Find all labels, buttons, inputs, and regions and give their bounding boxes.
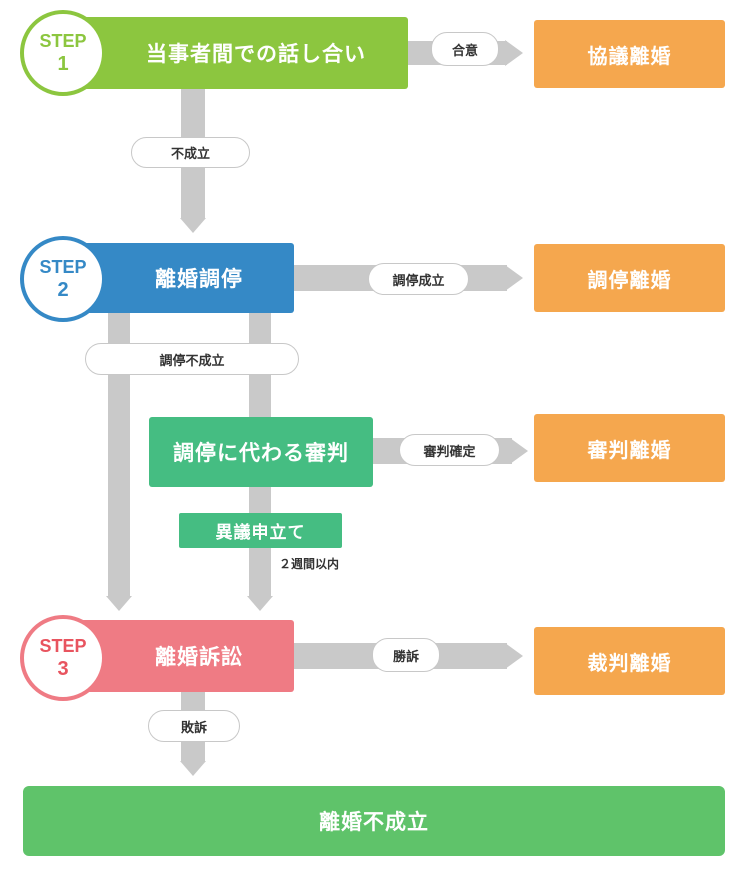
- objection-title: 異議申立て: [215, 523, 306, 543]
- step2-title: 離婚調停: [155, 267, 243, 291]
- condition-win: 勝訴: [372, 638, 440, 672]
- arrow-head-step1-agree: [505, 40, 523, 66]
- step2-badge-number: 2: [57, 279, 69, 301]
- result-shinpan-rikon: 審判離婚: [534, 414, 725, 482]
- final-title: 離婚不成立: [319, 810, 429, 834]
- objection-deadline: ２週間以内: [279, 557, 340, 571]
- condition-agree: 合意: [431, 32, 499, 66]
- judgment-title: 調停に代わる審判: [173, 441, 349, 465]
- result-saiban-rikon: 裁判離婚: [534, 627, 725, 695]
- arrow-head-objection-to-step3: [247, 596, 273, 611]
- step1-badge: STEP 1: [20, 10, 106, 96]
- arrow-head-step3-win: [505, 643, 523, 669]
- step2-badge-label: STEP: [39, 257, 87, 277]
- step1-badge-label: STEP: [39, 31, 87, 51]
- step3-badge-label: STEP: [39, 636, 87, 656]
- condition-mediation-failed: 調停不成立: [85, 343, 299, 375]
- result-chotei-rikon: 調停離婚: [534, 244, 725, 312]
- arrow-head-step3-to-final: [180, 761, 206, 776]
- step2-badge: STEP 2: [20, 236, 106, 322]
- result-saiban-rikon-label: 裁判離婚: [587, 650, 672, 675]
- condition-mediation-success: 調停成立: [368, 263, 469, 295]
- step1-title: 当事者間での話し合い: [146, 42, 366, 66]
- result-kyogi-rikon: 協議離婚: [534, 20, 725, 88]
- arrow-step2-to-step3: [108, 313, 130, 597]
- result-chotei-rikon-label: 調停離婚: [587, 267, 672, 292]
- judgment-box: 調停に代わる審判: [149, 417, 373, 487]
- condition-lose: 敗訴: [148, 710, 240, 742]
- condition-not-established: 不成立: [131, 137, 250, 168]
- result-kyogi-rikon-label: 協議離婚: [587, 43, 672, 68]
- objection-box: 異議申立て: [179, 513, 342, 548]
- step1-badge-number: 1: [57, 53, 69, 75]
- arrow-head-step2-to-step3: [106, 596, 132, 611]
- step3-badge-number: 3: [57, 658, 69, 680]
- result-shinpan-rikon-label: 審判離婚: [587, 437, 672, 462]
- step1-box: 当事者間での話し合い: [60, 17, 408, 89]
- step3-title: 離婚訴訟: [155, 645, 243, 669]
- arrow-head-step1-to-step2: [180, 218, 206, 233]
- condition-judgment-final: 審判確定: [399, 434, 500, 466]
- arrow-head-step2-success: [505, 265, 523, 291]
- arrow-head-judgment-final: [510, 438, 528, 464]
- final-box: 離婚不成立: [23, 786, 725, 856]
- step3-badge: STEP 3: [20, 615, 106, 701]
